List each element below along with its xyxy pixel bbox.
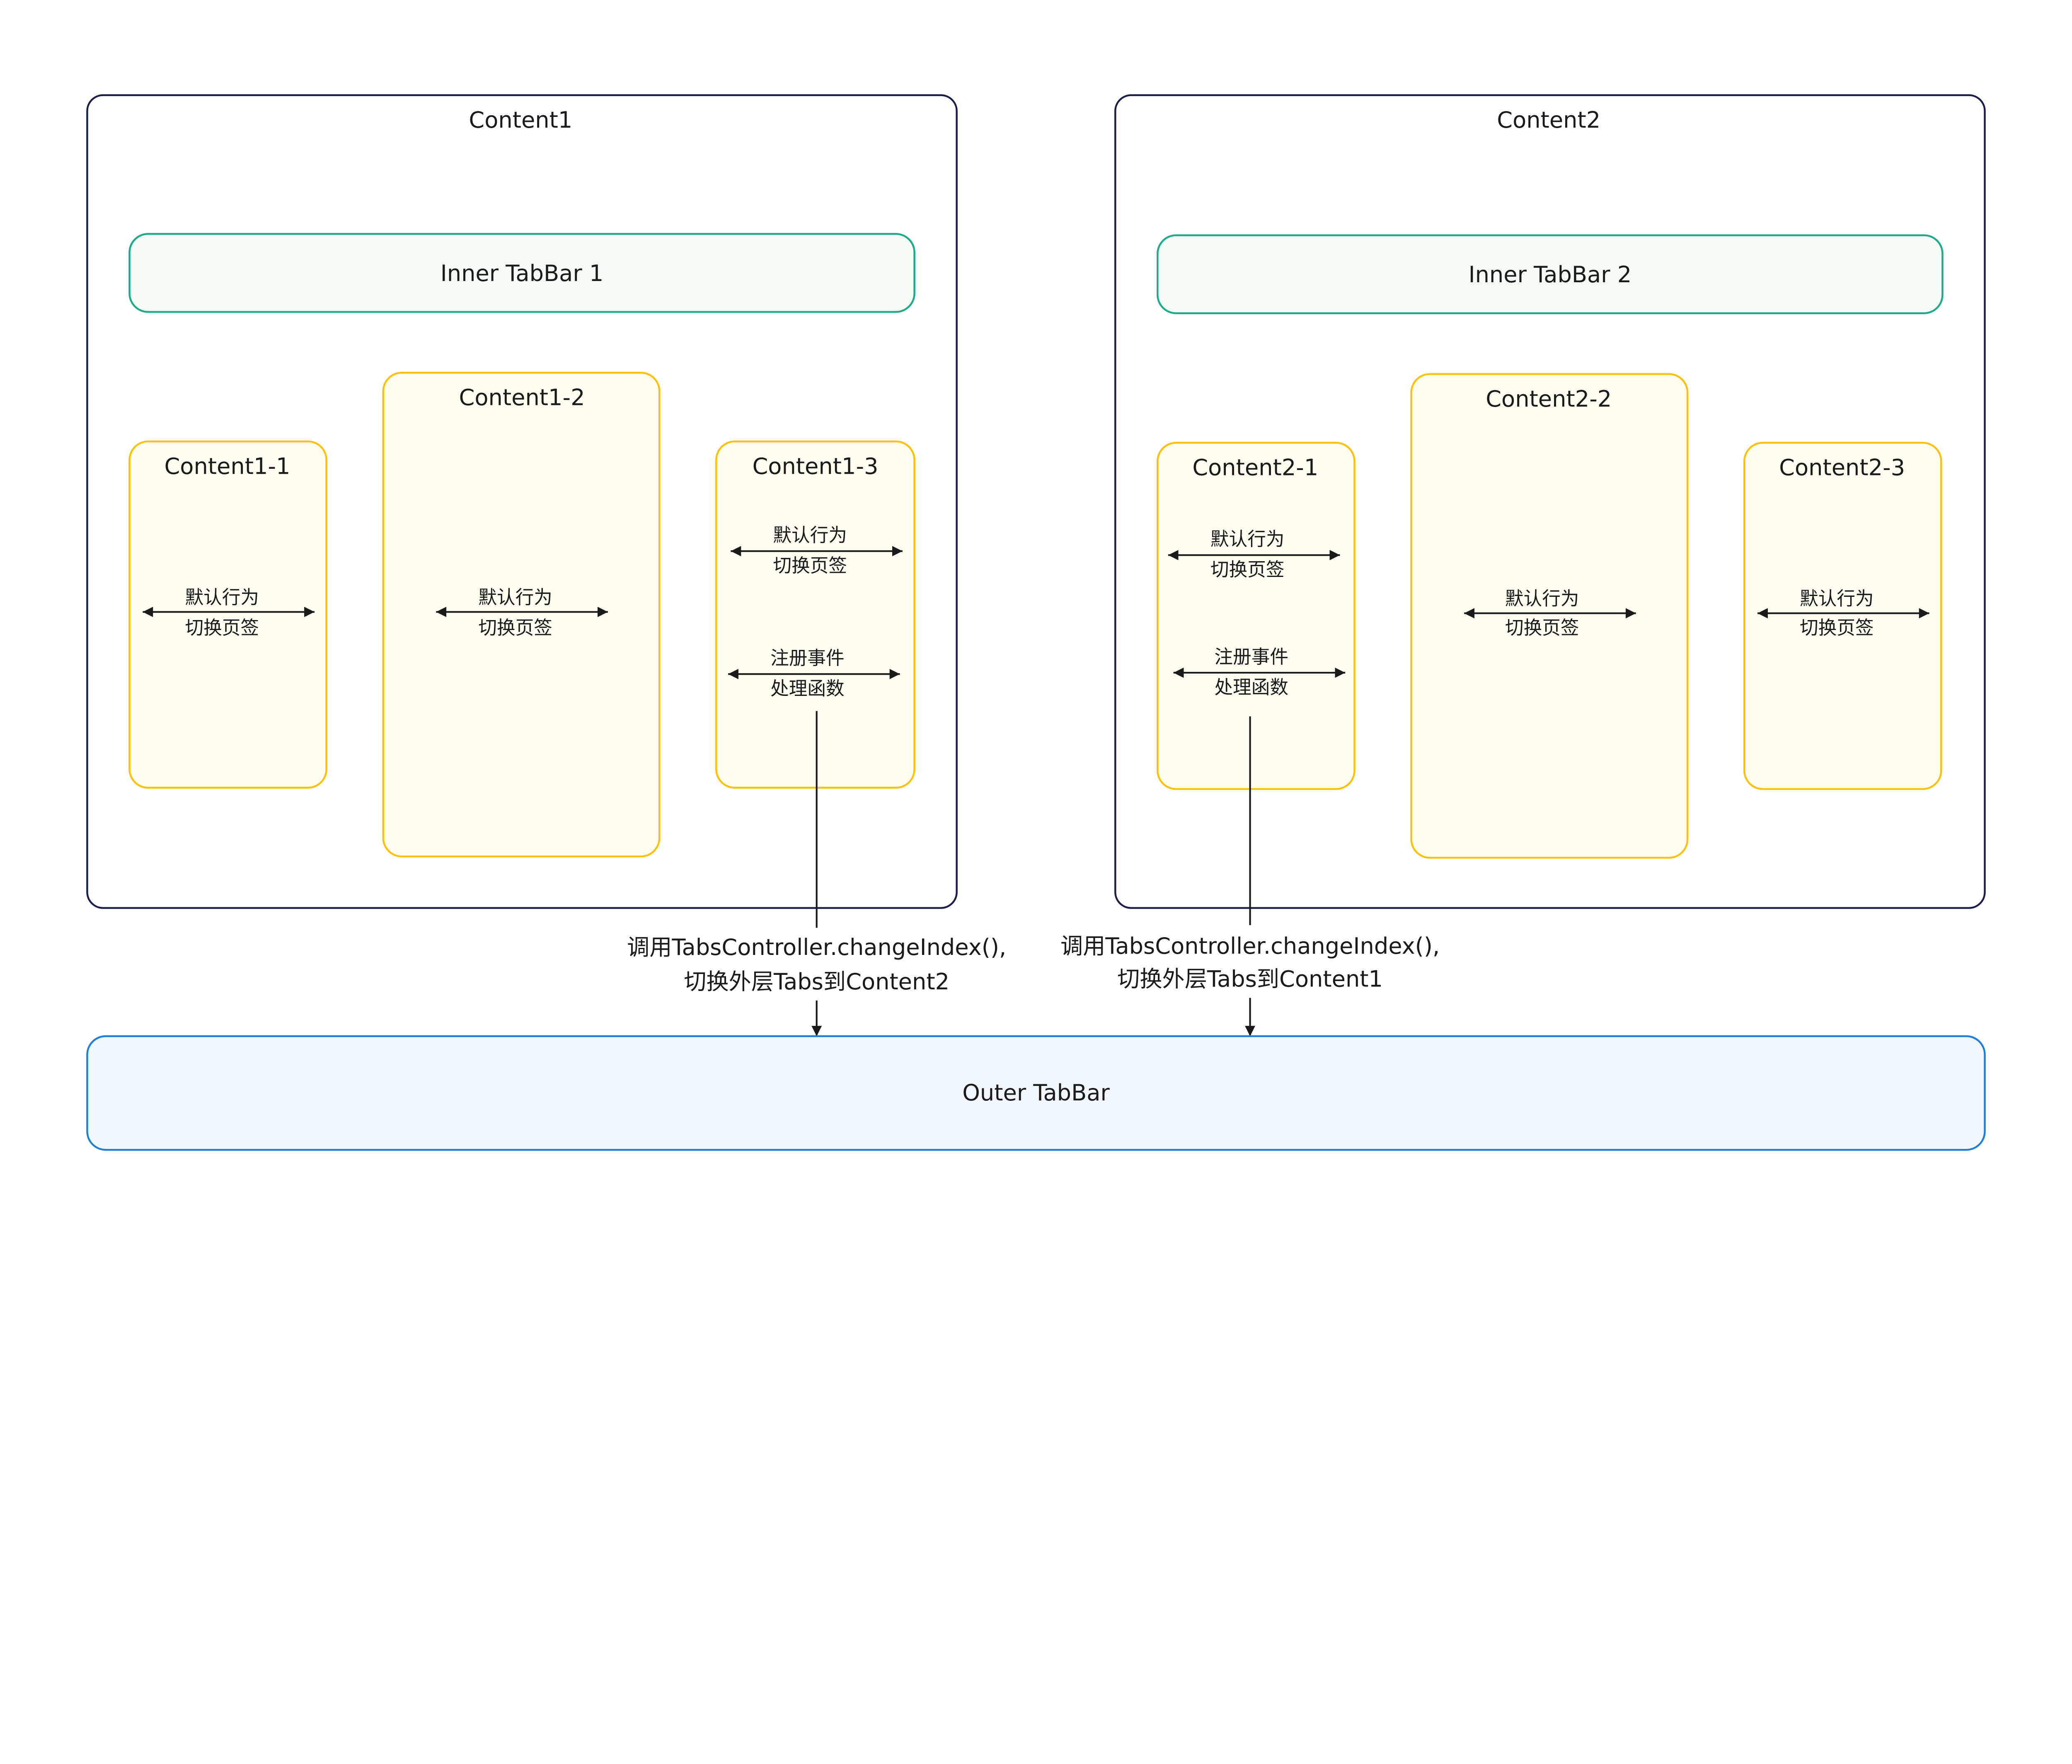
call-label: 切换外层Tabs到Content2 (684, 969, 949, 995)
label: 注册事件 (770, 647, 845, 669)
call-connector-to-content2: 调用TabsController.changeIndex(), 切换外层Tabs… (627, 711, 1006, 1036)
label: 处理函数 (770, 678, 845, 700)
call-label: 调用TabsController.changeIndex(), (627, 934, 1006, 960)
label: 默认行为 (773, 525, 847, 546)
label: 默认行为 (1210, 528, 1285, 550)
label: 切换页签 (1505, 617, 1579, 639)
content1-2-title: Content1-2 (459, 385, 585, 411)
label: 切换页签 (773, 555, 847, 577)
label: 处理函数 (1215, 676, 1289, 698)
content2-2-box: Content2-2 默认行为 切换页签 (1410, 373, 1689, 859)
label: 切换页签 (185, 617, 259, 639)
diagram: Content1 Inner TabBar 1 Content1-1 默认行为 … (86, 94, 1986, 1151)
inner-tabbar-1-label: Inner TabBar 1 (441, 260, 604, 286)
content2-1-box: Content2-1 默认行为 切换页签 注册事件 处理函数 (1157, 442, 1356, 790)
content1-1-title: Content1-1 (164, 453, 290, 479)
content2-2-title: Content2-2 (1486, 386, 1612, 412)
content2-3-title: Content2-3 (1779, 455, 1905, 481)
label: 默认行为 (1800, 588, 1874, 610)
label: 注册事件 (1215, 646, 1289, 668)
label: 切换页签 (1210, 559, 1285, 581)
content2-title: Content2 (1497, 107, 1600, 133)
content1-panel: Content1 Inner TabBar 1 Content1-1 默认行为 … (86, 94, 958, 909)
inner-tabbar-2[interactable]: Inner TabBar 2 (1157, 234, 1944, 314)
call-label: 调用TabsController.changeIndex(), (1060, 933, 1440, 959)
content2-3-box: Content2-3 默认行为 切换页签 (1743, 442, 1942, 790)
outer-tabbar-label: Outer TabBar (962, 1080, 1110, 1106)
content1-3-title: Content1-3 (752, 453, 878, 479)
label: 切换页签 (1800, 617, 1874, 639)
label: 切换页签 (478, 617, 552, 639)
content2-1-title: Content2-1 (1192, 455, 1318, 481)
label: 默认行为 (1505, 588, 1579, 610)
label: 默认行为 (185, 587, 259, 608)
content2-panel: Content2 Inner TabBar 2 Content2-1 默认行为 … (1114, 94, 1986, 909)
call-label: 切换外层Tabs到Content1 (1117, 966, 1383, 992)
inner-tabbar-1[interactable]: Inner TabBar 1 (128, 233, 915, 313)
inner-tabbar-2-label: Inner TabBar 2 (1469, 262, 1632, 288)
outer-tabbar[interactable]: Outer TabBar (86, 1035, 1986, 1151)
content1-1-box: Content1-1 默认行为 切换页签 (128, 440, 327, 789)
content1-2-box: Content1-2 默认行为 切换页签 (382, 372, 661, 858)
content1-title: Content1 (469, 107, 572, 133)
call-connector-to-content1: 调用TabsController.changeIndex(), 切换外层Tabs… (1060, 716, 1440, 1036)
label: 默认行为 (478, 587, 552, 608)
content1-3-box: Content1-3 默认行为 切换页签 注册事件 处理函数 (715, 440, 915, 789)
